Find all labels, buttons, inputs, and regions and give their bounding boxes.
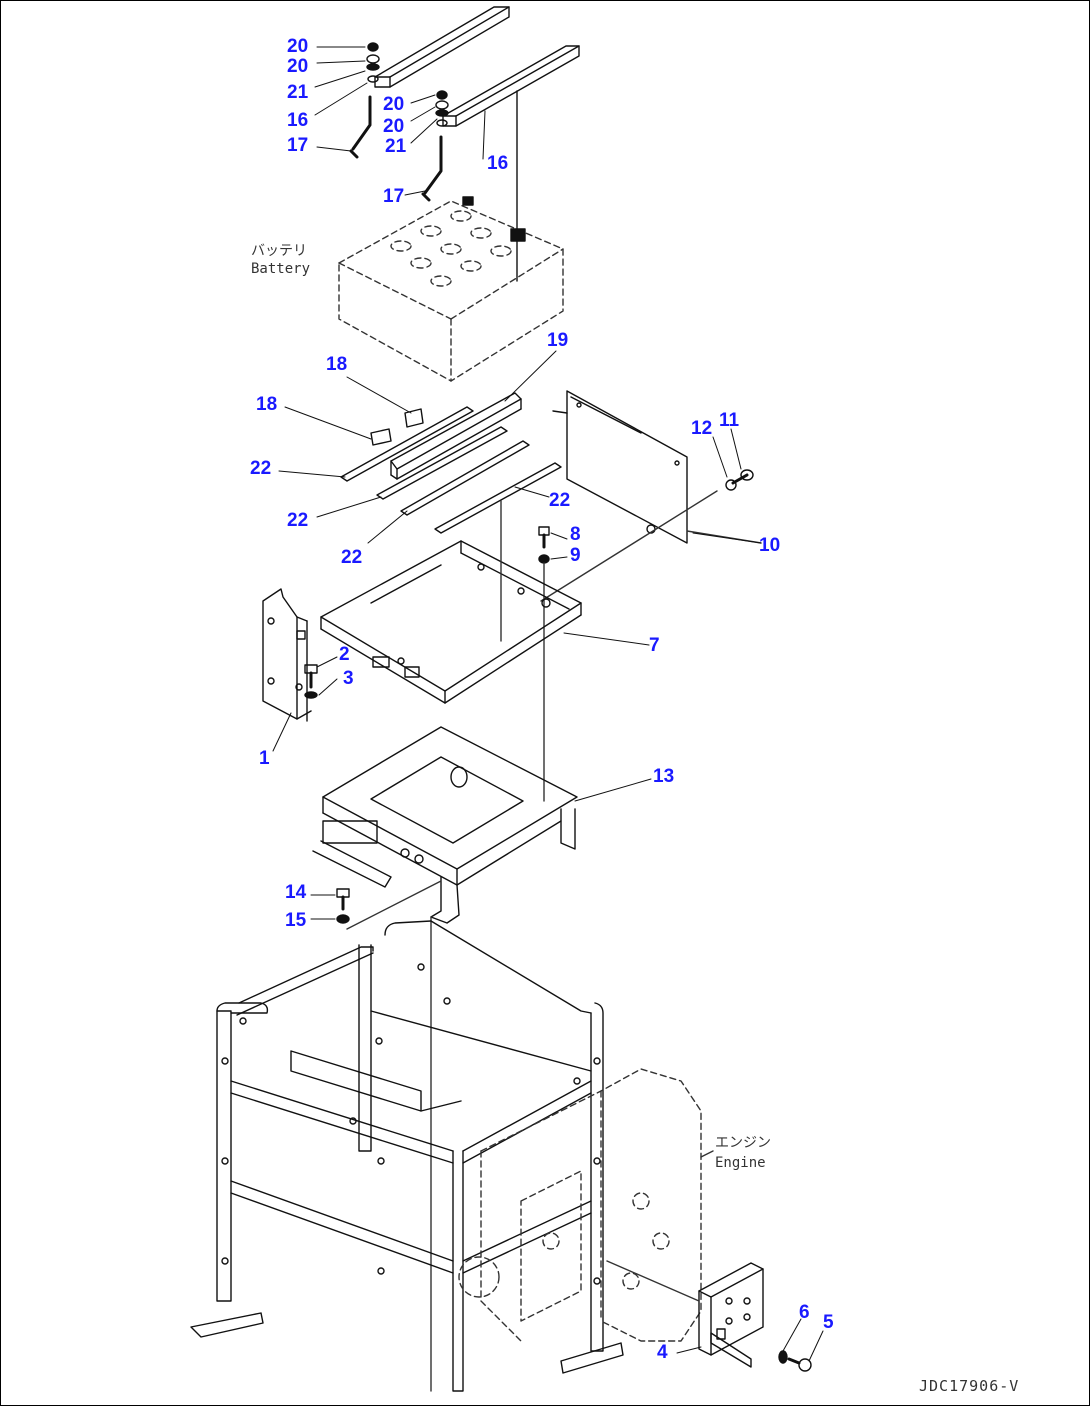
nut-washer-stack-left bbox=[366, 42, 380, 83]
strip-22-a bbox=[340, 406, 474, 482]
bolt-5 bbox=[787, 1357, 812, 1372]
battery-terminals bbox=[462, 196, 526, 242]
bolt-14 bbox=[336, 888, 350, 911]
washer-6 bbox=[778, 1350, 788, 1364]
callout-number: 3 bbox=[343, 668, 354, 689]
battery-tray bbox=[320, 540, 582, 704]
callout-number: 20 bbox=[383, 94, 405, 115]
bolt-2 bbox=[304, 664, 318, 689]
callout-number: 20 bbox=[287, 56, 309, 77]
rubber-pad-b bbox=[404, 408, 424, 428]
washer-3 bbox=[304, 691, 318, 699]
rubber-pad-a bbox=[370, 428, 392, 446]
strip-22-c bbox=[400, 440, 530, 516]
washer-12 bbox=[725, 479, 737, 491]
strip-22-b bbox=[376, 426, 508, 500]
callout-number: 22 bbox=[341, 547, 363, 568]
bracket-4 bbox=[698, 1262, 764, 1368]
callout-number: 2 bbox=[339, 644, 350, 665]
j-bolt-right bbox=[421, 135, 443, 202]
callout-number: 16 bbox=[487, 153, 509, 174]
callout-number: 1 bbox=[259, 748, 270, 769]
strip-22-d bbox=[434, 462, 562, 534]
callout-number: 22 bbox=[250, 458, 272, 479]
engine-outline bbox=[458, 1068, 702, 1342]
callout-number: 7 bbox=[649, 635, 660, 656]
callout-number: 20 bbox=[287, 36, 309, 57]
callout-number: 5 bbox=[823, 1312, 834, 1333]
callout-number: 17 bbox=[287, 135, 309, 156]
hold-down-bar-right bbox=[442, 45, 580, 127]
callout-number: 10 bbox=[759, 535, 781, 556]
callout-number: 9 bbox=[570, 545, 581, 566]
callout-number: 6 bbox=[799, 1302, 810, 1323]
cover-plate bbox=[552, 390, 688, 544]
battery-label-jp: バッテリ bbox=[251, 243, 307, 259]
battery-label-en: Battery bbox=[251, 261, 311, 277]
j-bolt-left bbox=[349, 95, 372, 159]
callout-number: 11 bbox=[719, 410, 740, 431]
callout-number: 8 bbox=[570, 524, 581, 545]
side-bracket bbox=[262, 588, 312, 722]
callout-number: 14 bbox=[285, 882, 307, 903]
callout-number: 15 bbox=[285, 910, 307, 931]
callout-number: 18 bbox=[326, 354, 348, 375]
washer-15 bbox=[336, 914, 350, 924]
engine-label-jp: エンジン bbox=[715, 1135, 771, 1151]
chassis-frame bbox=[190, 920, 624, 1392]
engine-label-en: Engine bbox=[715, 1155, 766, 1171]
callout-leader-lines bbox=[272, 46, 824, 1362]
callout-number: 12 bbox=[691, 418, 713, 439]
callout-number: 4 bbox=[657, 1342, 668, 1363]
washer-9 bbox=[538, 554, 550, 564]
callout-number: 13 bbox=[653, 766, 675, 787]
bolt-8 bbox=[538, 526, 550, 549]
drawing-code: JDC17906-V bbox=[919, 1377, 1020, 1395]
callout-number: 21 bbox=[287, 82, 309, 103]
strip-19 bbox=[390, 392, 522, 480]
bolt-11 bbox=[731, 469, 754, 485]
callout-number: 22 bbox=[287, 510, 309, 531]
nut-washer-stack-right bbox=[435, 90, 449, 127]
mounting-frame bbox=[312, 726, 578, 924]
battery-outline bbox=[338, 200, 564, 382]
callout-number: 18 bbox=[256, 394, 278, 415]
callout-number: 22 bbox=[549, 490, 571, 511]
callout-number: 20 bbox=[383, 116, 405, 137]
callout-number: 17 bbox=[383, 186, 405, 207]
callout-number: 16 bbox=[287, 110, 309, 131]
callout-number: 19 bbox=[547, 330, 569, 351]
hold-down-bar-left bbox=[374, 6, 510, 88]
callout-number: 21 bbox=[385, 136, 407, 157]
